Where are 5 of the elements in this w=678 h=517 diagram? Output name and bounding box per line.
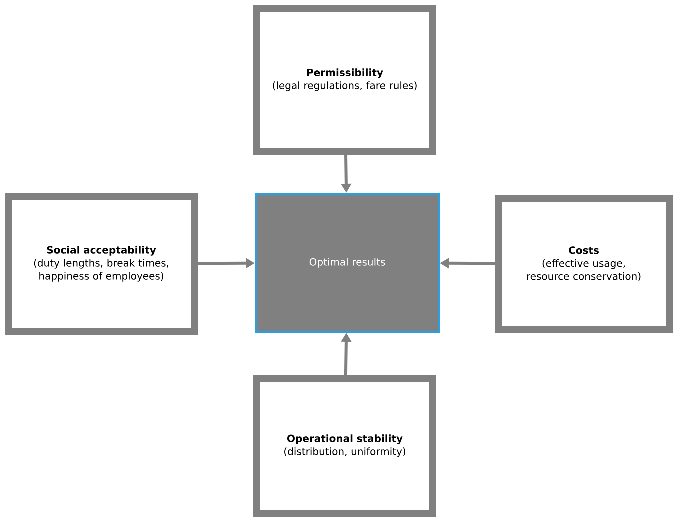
factor-box: Social acceptability (duty lengths, break times, happiness of employees) (5, 193, 198, 335)
factor-box: Permissibility (legal regulations, fare rules) (254, 5, 436, 155)
factor-box: Operational stability (distribution, uniformity) (254, 374, 436, 517)
result-box: Optimal results (255, 193, 440, 333)
factor-box: Costs (effective usage, resource conservation) (495, 195, 673, 333)
